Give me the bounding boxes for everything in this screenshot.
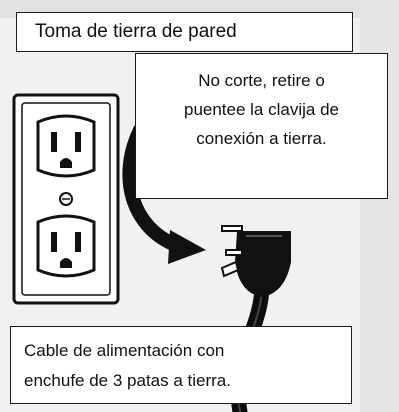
title-text: Toma de tierra de pared bbox=[35, 21, 237, 42]
cable-callout: Cable de alimentación con enchufe de 3 p… bbox=[10, 326, 352, 404]
outlet-slot bbox=[51, 232, 57, 252]
cable-line: Cable de alimentación con bbox=[24, 341, 225, 360]
grounded-plug bbox=[220, 225, 291, 298]
outlet-receptacle-lower bbox=[36, 214, 96, 278]
plug-prong bbox=[221, 225, 243, 232]
outlet-receptacle-upper bbox=[36, 114, 96, 178]
ground-pin bbox=[220, 260, 240, 278]
title-callout: Toma de tierra de pared bbox=[16, 12, 353, 52]
curved-arrow-icon bbox=[122, 123, 206, 264]
plug-prong bbox=[225, 249, 243, 256]
outlet-slot bbox=[75, 132, 81, 152]
warning-line: puentee la clavija de bbox=[183, 100, 339, 119]
warning-callout: No corte, retire o puentee la clavija de… bbox=[135, 53, 388, 199]
warning-line: conexión a tierra. bbox=[196, 129, 327, 148]
warning-line: No corte, retire o bbox=[198, 71, 325, 90]
ground-hole bbox=[60, 258, 72, 268]
cable-line: enchufe de 3 patas a tierra. bbox=[24, 371, 231, 390]
outlet-slot bbox=[51, 132, 57, 152]
outlet-slot bbox=[75, 232, 81, 252]
ground-hole bbox=[60, 158, 72, 168]
